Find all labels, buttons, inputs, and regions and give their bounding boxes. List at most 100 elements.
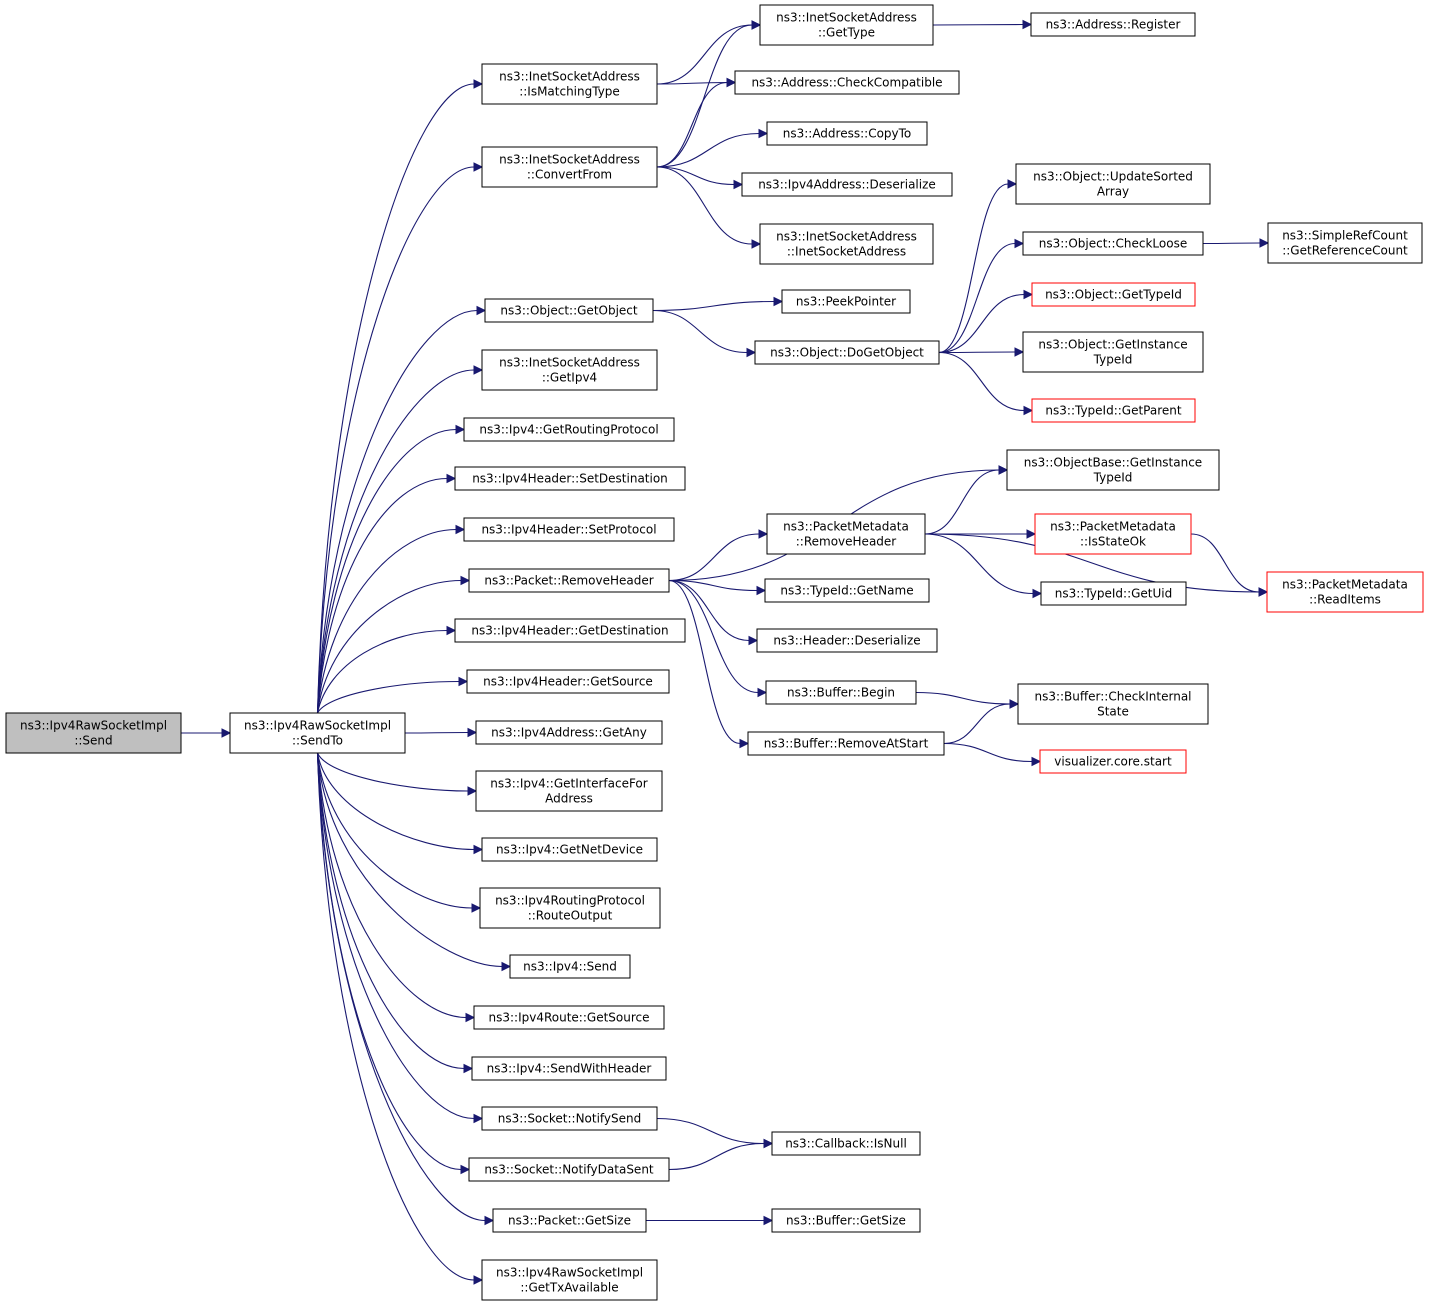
node-label: ns3::Buffer::GetSize [786, 1214, 906, 1228]
node-label: ns3::Ipv4RawSocketImpl [496, 1266, 643, 1280]
arrowhead [773, 296, 784, 307]
edge-pktremhdr-to-pmremhdr [668, 533, 760, 582]
arrowhead [473, 1275, 484, 1285]
node-box [1040, 581, 1187, 606]
node-notifysend[interactable]: ns3::Socket::NotifySend [481, 1106, 658, 1131]
node-peekptr[interactable]: ns3::PeekPointer [781, 289, 911, 314]
node-box [766, 121, 928, 146]
arrowhead [473, 365, 484, 375]
node-getrouting[interactable]: ns3::Ipv4::GetRoutingProtocol [463, 417, 675, 442]
node-vizstart[interactable]: visualizer.core.start [1039, 749, 1187, 774]
node-setdest[interactable]: ns3::Ipv4Header::SetDestination [454, 466, 686, 491]
node-routegetsrc[interactable]: ns3::Ipv4Route::GetSource [473, 1005, 665, 1030]
node-bufbegin[interactable]: ns3::Buffer::Begin [765, 680, 917, 705]
edge-sendto-to-getany [404, 731, 469, 734]
node-box [1030, 12, 1196, 37]
node-label: ns3::Ipv4RoutingProtocol [495, 894, 645, 908]
node-box [756, 628, 938, 653]
node-pktgetsize[interactable]: ns3::Packet::GetSize [492, 1208, 647, 1233]
node-box [1034, 513, 1192, 555]
arrowhead [746, 347, 757, 358]
node-register[interactable]: ns3::Address::Register [1030, 12, 1196, 37]
node-getparent[interactable]: ns3::TypeId::GetParent [1031, 398, 1196, 423]
node-dogetobj[interactable]: ns3::Object::DoGetObject [754, 340, 940, 365]
edge-sendto-to-ipv4send [316, 752, 503, 968]
node-getdest[interactable]: ns3::Ipv4Header::GetDestination [454, 618, 686, 643]
edge-convfrom-to-copyto [656, 132, 760, 168]
node-isnull[interactable]: ns3::Callback::IsNull [771, 1131, 921, 1156]
edge-sendto-to-routeout [316, 752, 473, 909]
node-label: ns3::TypeId::GetParent [1045, 404, 1181, 418]
node-setproto[interactable]: ns3::Ipv4Header::SetProtocol [463, 517, 675, 542]
node-bufgetsize[interactable]: ns3::Buffer::GetSize [771, 1208, 921, 1233]
arrowhead [460, 1164, 471, 1175]
node-deser[interactable]: ns3::Ipv4Address::Deserialize [741, 172, 953, 197]
edge-ismatch-to-gettype [656, 24, 753, 85]
node-box [759, 4, 934, 46]
node-box [1017, 683, 1209, 725]
node-label: ns3::Object::GetInstance [1038, 338, 1187, 352]
node-convfrom[interactable]: ns3::InetSocketAddress::ConvertFrom [481, 146, 658, 188]
node-notifydata[interactable]: ns3::Socket::NotifyDataSent [468, 1157, 670, 1182]
node-label: ::Send [74, 734, 112, 748]
node-routeout[interactable]: ns3::Ipv4RoutingProtocol::RouteOutput [479, 887, 661, 929]
node-ismatch[interactable]: ns3::InetSocketAddress::IsMatchingType [481, 63, 658, 105]
node-pktremhdr[interactable]: ns3::Packet::RemoveHeader [468, 568, 670, 593]
node-gettxavail[interactable]: ns3::Ipv4RawSocketImpl::GetTxAvailable [481, 1259, 658, 1301]
edge-ismatch-to-checkcompat [656, 81, 728, 85]
node-box [463, 517, 675, 542]
edge-sendto-to-setdest [316, 477, 448, 714]
node-label: ns3::Ipv4::GetRoutingProtocol [479, 423, 658, 437]
node-checkcompat[interactable]: ns3::Address::CheckCompatible [734, 70, 960, 95]
edge-sendto-to-pktgetsize [316, 752, 486, 1222]
arrowhead [473, 1113, 484, 1124]
edge-isstateok-to-readitems [1190, 533, 1260, 593]
node-gettype[interactable]: ns3::InetSocketAddress::GetType [759, 4, 934, 46]
arrowhead [726, 77, 737, 88]
node-box [765, 680, 917, 705]
node-getnetdev[interactable]: ns3::Ipv4::GetNetDevice [481, 837, 658, 862]
node-getobj[interactable]: ns3::Object::GetObject [484, 298, 654, 323]
node-hdrdeser[interactable]: ns3::Header::Deserialize [756, 628, 938, 653]
node-box [771, 1131, 921, 1156]
node-isstateok[interactable]: ns3::PacketMetadata::IsStateOk [1034, 513, 1192, 555]
node-sendwithhdr[interactable]: ns3::Ipv4::SendWithHeader [471, 1056, 667, 1081]
node-label: ::RemoveHeader [796, 535, 897, 549]
node-box [481, 1259, 658, 1301]
node-objgettypeid[interactable]: ns3::Object::GetTypeId [1031, 282, 1196, 307]
arrowhead [739, 738, 750, 749]
node-box [771, 1208, 921, 1233]
node-readitems[interactable]: ns3::PacketMetadata::ReadItems [1266, 571, 1424, 613]
node-getany[interactable]: ns3::Ipv4Address::GetAny [475, 720, 663, 745]
node-inetsockaddr[interactable]: ns3::InetSocketAddress::InetSocketAddres… [759, 223, 934, 265]
node-removeatstart[interactable]: ns3::Buffer::RemoveAtStart [747, 731, 945, 756]
node-getipv4[interactable]: ns3::InetSocketAddress::GetIpv4 [481, 349, 658, 391]
node-getuid[interactable]: ns3::TypeId::GetUid [1040, 581, 1187, 606]
node-pmremhdr[interactable]: ns3::PacketMetadata::RemoveHeader [766, 513, 926, 555]
arrowhead [751, 239, 762, 249]
node-box [754, 340, 940, 365]
node-label: Array [1097, 185, 1129, 199]
node-getsrc[interactable]: ns3::Ipv4Header::GetSource [466, 669, 670, 694]
edge-dogetobj-to-objgettypeid [938, 293, 1025, 354]
node-copyto[interactable]: ns3::Address::CopyTo [766, 121, 928, 146]
node-getname[interactable]: ns3::TypeId::GetName [764, 578, 930, 603]
node-label: ns3::Ipv4Header::GetDestination [471, 624, 668, 638]
edge-pktremhdr-to-removeatstart [668, 579, 741, 745]
arrowhead [1009, 699, 1020, 709]
node-label: TypeId [1093, 353, 1133, 367]
arrowhead [1032, 588, 1043, 599]
node-checkloose[interactable]: ns3::Object::CheckLoose [1022, 231, 1204, 256]
edge-sendto-to-ismatch [316, 83, 475, 714]
arrowhead [1014, 347, 1025, 357]
node-ipv4send[interactable]: ns3::Ipv4::Send [509, 954, 631, 979]
node-sendto[interactable]: ns3::Ipv4RawSocketImpl::SendTo [229, 712, 406, 754]
node-send[interactable]: ns3::Ipv4RawSocketImpl::Send [5, 712, 182, 754]
node-getrefcount[interactable]: ns3::SimpleRefCount::GetReferenceCount [1267, 222, 1423, 264]
node-box [1006, 449, 1220, 491]
